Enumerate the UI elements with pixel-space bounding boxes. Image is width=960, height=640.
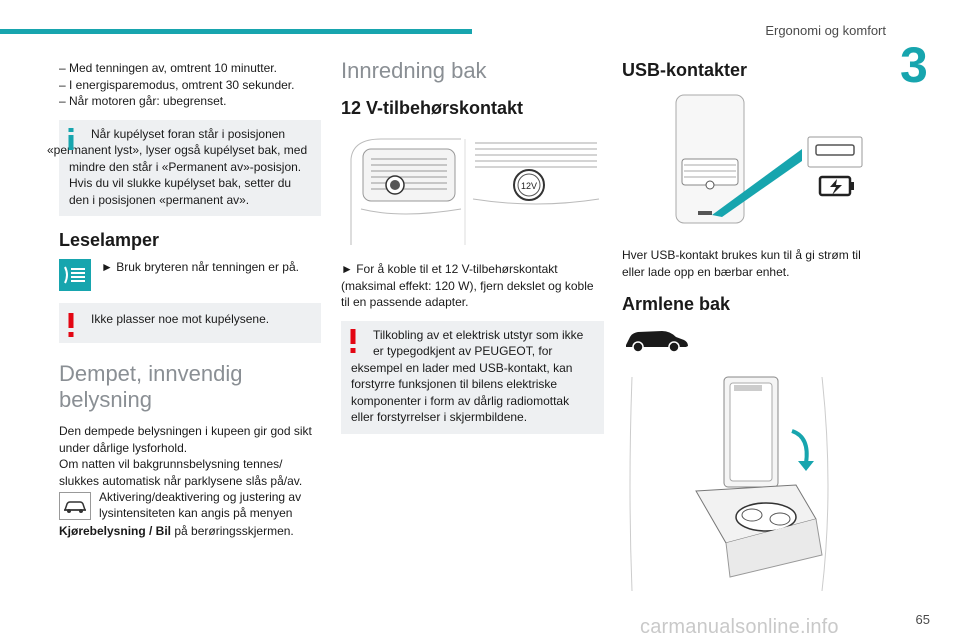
dempet-paragraph-2: Om natten vil bakgrunnsbelysning tennes/… bbox=[59, 457, 303, 488]
heading-12v: 12 V-tilbehørskontakt bbox=[341, 98, 524, 118]
dempet-paragraph-1: Den dempede belysningen i kupeen gir god… bbox=[59, 424, 312, 455]
reading-lamp-icon bbox=[59, 259, 91, 291]
warning-box-12v: Tilkobling av et elektrisk utstyr som ik… bbox=[341, 320, 604, 434]
watermark: carmanualsonline.info bbox=[640, 616, 839, 638]
warning-box: Ikke plasser noe mot kupélysene. bbox=[59, 303, 321, 343]
usb-illustration bbox=[622, 91, 882, 231]
leselamper-row: ► Bruk bryteren når tenningen er på. bbox=[59, 259, 321, 291]
warning-text: Ikke plasser noe mot kupélysene. bbox=[91, 312, 270, 326]
dempet-icon-row: Aktivering/deaktivering og justering av … bbox=[59, 489, 321, 523]
usb-text: Hver USB-kontakt brukes kun til å gi str… bbox=[622, 248, 861, 279]
instruction-12v: ► For å koble til et 12 V-tilbehørskonta… bbox=[341, 262, 594, 309]
info-box-text: «permanent lyst», lyser også kupélyset b… bbox=[47, 143, 308, 174]
column-3: USB-kontakter Hver USB-kontakt brukes ku… bbox=[622, 60, 882, 593]
heading-dempet: Dempet, innvendig belysning bbox=[59, 361, 243, 412]
dempet-icon-line2: lysintensiteten kan angis på menyen bbox=[99, 506, 293, 520]
socket-label: 12V bbox=[521, 181, 537, 191]
column-1: – Med tenningen av, omtrent 10 minutter.… bbox=[47, 60, 321, 540]
car-icon bbox=[626, 331, 688, 353]
list-item: – Med tenningen av, omtrent 10 minutter. bbox=[59, 61, 277, 75]
page-number: 65 bbox=[915, 612, 930, 627]
info-icon bbox=[68, 127, 74, 150]
warning-icon bbox=[350, 328, 356, 353]
heading-leselamper: Leselamper bbox=[59, 230, 160, 250]
column-2: Innredning bak 12 V-tilbehørskontakt 1 bbox=[341, 58, 604, 434]
car-settings-icon bbox=[59, 492, 91, 520]
info-box-line1: Når kupélyset foran står i posisjonen bbox=[91, 126, 286, 141]
warning-icon bbox=[68, 313, 74, 337]
armrest-illustration bbox=[622, 367, 852, 593]
leselamper-instruction: ► Bruk bryteren når tenningen er på. bbox=[101, 260, 299, 274]
heading-armlene: Armlene bak bbox=[622, 294, 731, 314]
menu-path-bold: Kjørebelysning / Bil bbox=[59, 524, 172, 538]
heading-innredning: Innredning bak bbox=[341, 58, 487, 83]
info-box: Når kupélyset foran står i posisjonen «p… bbox=[47, 119, 321, 216]
section-title: Ergonomi og komfort bbox=[765, 23, 886, 38]
chapter-number: 3 bbox=[900, 37, 928, 93]
menu-path-rest: på berøringsskjermen. bbox=[171, 524, 294, 538]
heading-usb: USB-kontakter bbox=[622, 60, 748, 80]
header-accent-bar bbox=[0, 29, 472, 34]
list-item: – Når motoren går: ubegrenset. bbox=[59, 94, 227, 108]
duration-list: – Med tenningen av, omtrent 10 minutter.… bbox=[59, 60, 321, 110]
dempet-icon-line1: Aktivering/deaktivering og justering av bbox=[99, 490, 302, 504]
info-box-text-2: Hvis du vil slukke kupélyset bak, setter… bbox=[69, 176, 292, 207]
menu-path: Kjørebelysning / Bil på berøringsskjerme… bbox=[59, 523, 321, 540]
warning-text-12v: er typegodkjent av PEUGEOT, for eksempel… bbox=[351, 344, 573, 424]
socket-illustration: 12V bbox=[341, 129, 604, 253]
list-item: – I energisparemodus, omtrent 30 sekunde… bbox=[59, 77, 295, 92]
warning-line1: Tilkobling av et elektrisk utstyr som ik… bbox=[373, 327, 584, 342]
